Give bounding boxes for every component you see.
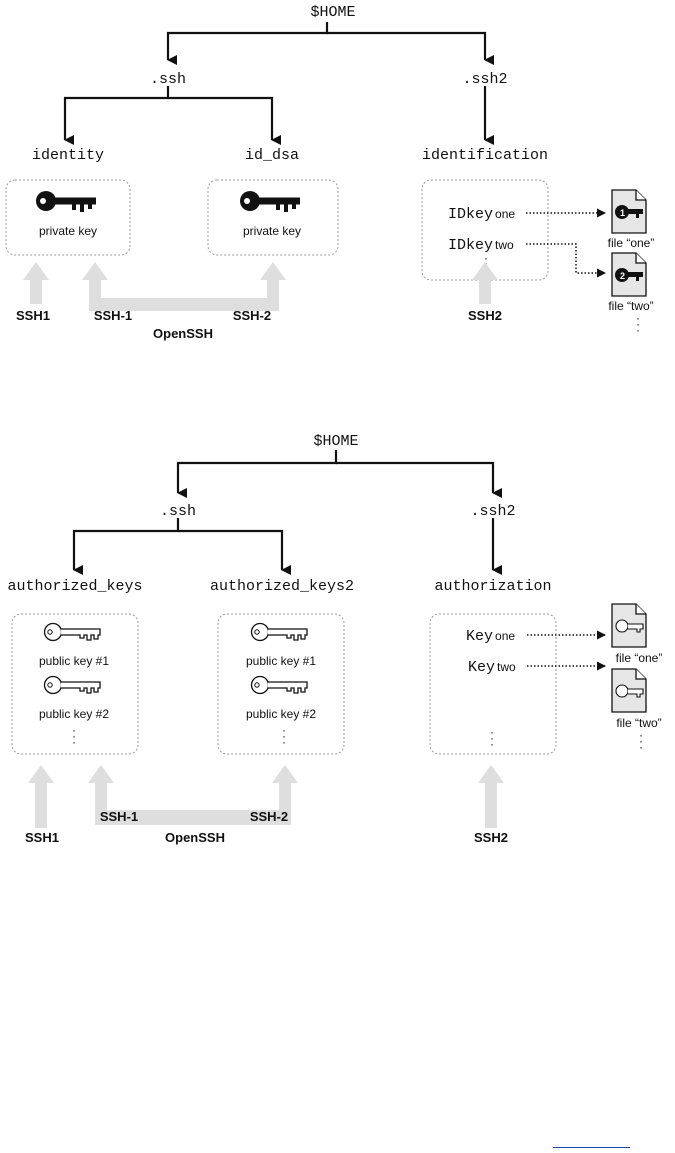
identity-file-label: identity xyxy=(32,147,104,164)
file-one-label: file “one” xyxy=(608,236,655,250)
authorized-keys-file-label: authorized_keys xyxy=(7,578,142,595)
svg-text:·: · xyxy=(282,729,286,743)
ssh-dir-label: .ssh xyxy=(150,71,186,88)
file-two-label: file “two” xyxy=(608,299,653,313)
svg-text:·: · xyxy=(484,256,488,270)
root-to-ssh2-line xyxy=(327,31,494,65)
file-two-icon: 2 xyxy=(611,252,647,297)
ssh2-arrow xyxy=(472,262,498,304)
identity-private-key-label: private key xyxy=(39,224,97,238)
svg-text:·: · xyxy=(636,323,640,337)
authorized-keys2-file-label: authorized_keys2 xyxy=(210,578,354,595)
ssh1-arrow xyxy=(28,765,54,828)
ssh-dir-label: .ssh xyxy=(160,503,196,520)
ssh-to-iddsa-line xyxy=(168,96,281,145)
public-key-1-label: public key #1 xyxy=(39,654,109,668)
svg-text:·: · xyxy=(72,729,76,743)
id-dsa-private-key-label: private key xyxy=(243,224,301,238)
file-one-icon: 1 xyxy=(611,189,647,234)
authorization-file-box xyxy=(429,613,557,755)
ssh2-client-label: SSH2 xyxy=(468,308,502,323)
ssh-1-protocol-label: SSH-1 xyxy=(100,809,138,824)
authorization-file-label: authorization xyxy=(434,578,551,595)
svg-text:2: 2 xyxy=(620,271,625,281)
diagram-public-keys: $HOME .ssh .ssh2 authorized_keys authori… xyxy=(7,433,662,845)
more-keys-ellipsis: · xyxy=(490,725,494,739)
ssh-to-identity-line xyxy=(63,86,170,145)
public-key-2-label: public key #2 xyxy=(39,707,109,721)
ssh1-arrow xyxy=(23,262,49,304)
public-key-2-label: public key #2 xyxy=(246,707,316,721)
svg-text:·: · xyxy=(639,740,643,754)
ssh-to-authorized-keys2-line xyxy=(178,529,291,575)
identity-file-box xyxy=(5,179,131,256)
ssh-2-protocol-label: SSH-2 xyxy=(250,809,288,824)
footer-link-underline[interactable] xyxy=(553,1147,630,1148)
ssh2-dir-label: .ssh2 xyxy=(462,71,507,88)
openssh-arrow xyxy=(88,765,298,825)
svg-text:·: · xyxy=(490,731,494,745)
public-key-1-label: public key #1 xyxy=(246,654,316,668)
root-to-ssh-line xyxy=(176,450,338,498)
idkey-two-pointer xyxy=(526,243,606,278)
svg-text:·: · xyxy=(72,735,76,749)
ssh1-client-label: SSH1 xyxy=(16,308,50,323)
root-to-ssh2-line xyxy=(336,461,502,498)
file-one-icon xyxy=(611,603,647,648)
more-keys-ellipsis: · xyxy=(282,723,286,737)
svg-text:·: · xyxy=(639,734,643,748)
file-one-label: file “one” xyxy=(616,651,663,665)
diagram-private-keys: $HOME .ssh .ssh2 identity id_dsa identif… xyxy=(5,4,655,341)
ssh2-client-label: SSH2 xyxy=(474,830,508,845)
root-to-ssh-line xyxy=(166,22,329,65)
svg-text:·: · xyxy=(282,735,286,749)
more-keys-ellipsis: · xyxy=(72,723,76,737)
home-dir-label: $HOME xyxy=(313,433,358,450)
ssh2-arrow xyxy=(478,765,504,828)
file-two-icon xyxy=(611,668,647,713)
svg-text:·: · xyxy=(636,317,640,331)
id-dsa-file-box xyxy=(207,179,339,256)
svg-text:·: · xyxy=(490,737,494,751)
openssh-client-label: OpenSSH xyxy=(153,326,213,341)
ssh2-dir-label: .ssh2 xyxy=(470,503,515,520)
more-files-ellipsis: · xyxy=(639,728,643,742)
file-two-label: file “two” xyxy=(616,716,661,730)
more-files-ellipsis: · xyxy=(636,311,640,325)
ssh-to-authorized-keys-line xyxy=(72,518,180,575)
ssh-1-protocol-label: SSH-1 xyxy=(94,308,132,323)
openssh-client-label: OpenSSH xyxy=(165,830,225,845)
openssh-arrow xyxy=(82,262,286,311)
home-dir-label: $HOME xyxy=(310,4,355,21)
more-idkeys-ellipsis: · xyxy=(484,251,488,265)
id-dsa-file-label: id_dsa xyxy=(245,147,299,164)
ssh1-client-label: SSH1 xyxy=(25,830,59,845)
ssh-2-protocol-label: SSH-2 xyxy=(233,308,271,323)
identification-file-label: identification xyxy=(422,147,548,164)
svg-text:1: 1 xyxy=(620,208,625,218)
